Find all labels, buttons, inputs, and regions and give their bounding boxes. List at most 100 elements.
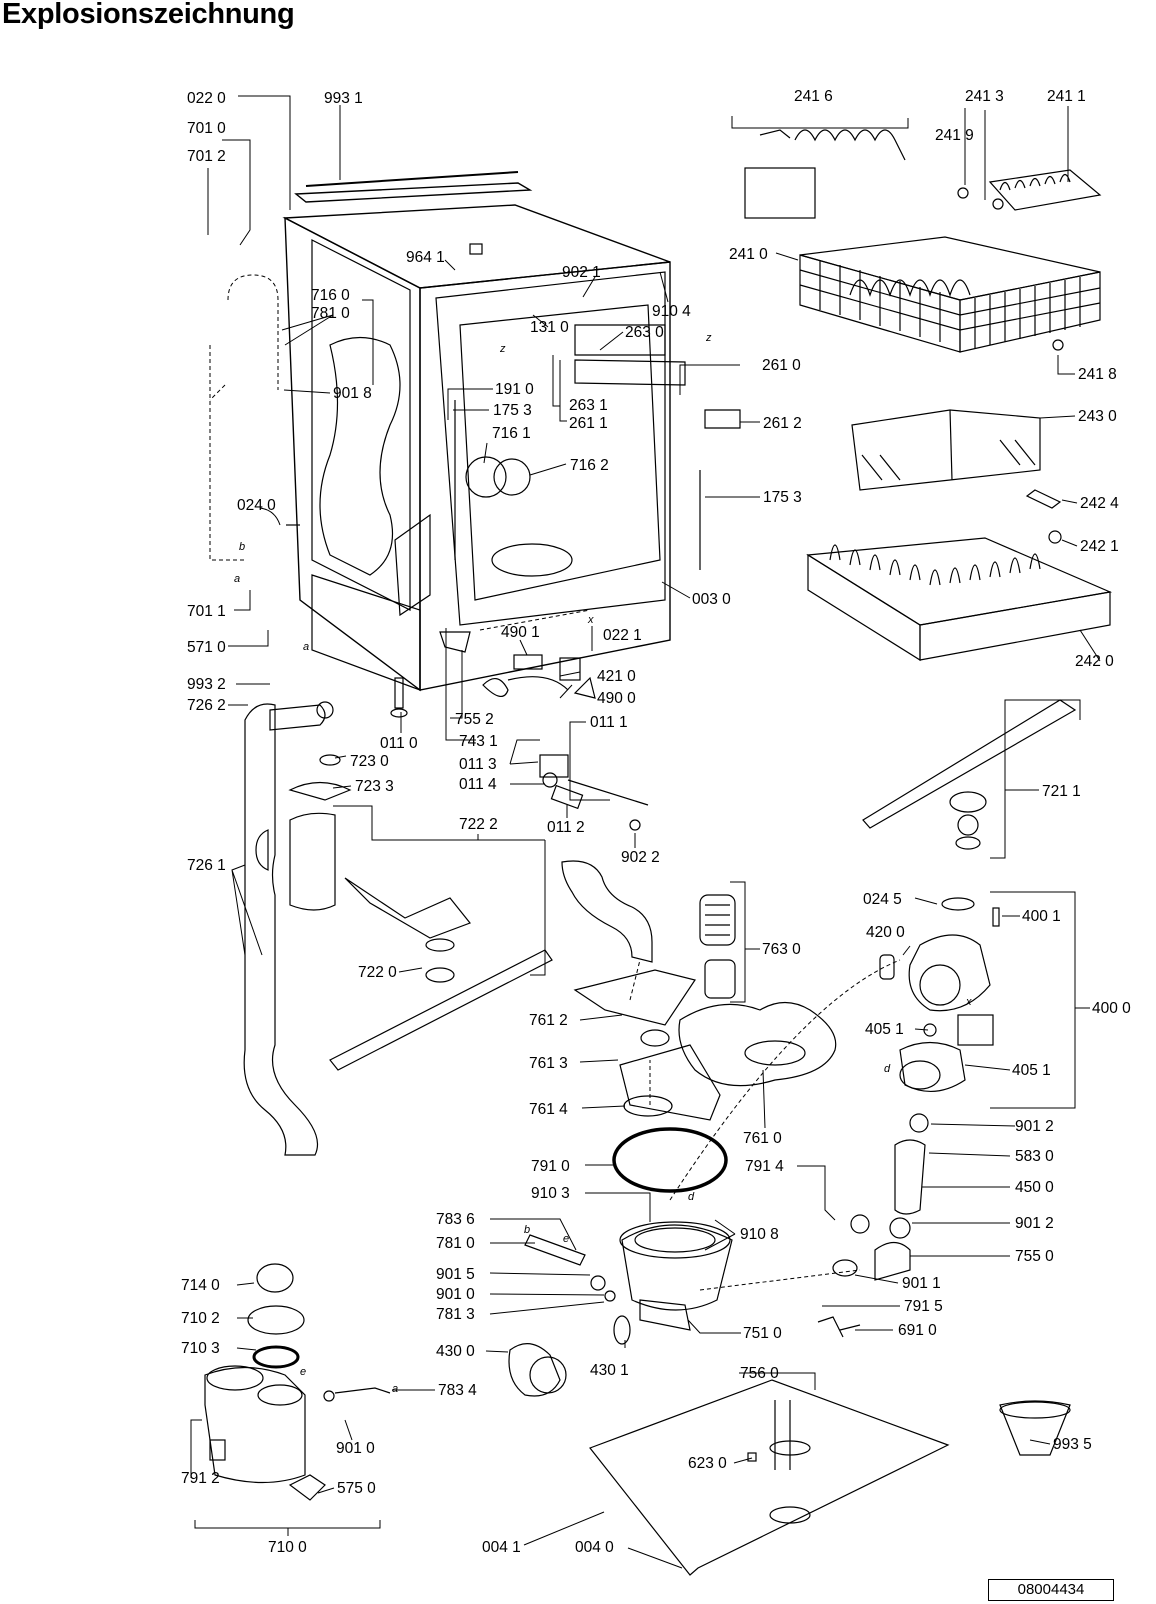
- label-726-1: 726 1: [187, 857, 226, 874]
- label-241-0: 241 0: [729, 246, 768, 263]
- upper-basket: [799, 236, 1101, 353]
- label-405-1-a: 405 1: [865, 1021, 904, 1038]
- label-583-0: 583 0: [1015, 1148, 1054, 1165]
- label-993-1: 993 1: [324, 90, 363, 107]
- label-910-8: 910 8: [740, 1226, 779, 1243]
- label-701-1: 701 1: [187, 603, 226, 620]
- label-243-0: 243 0: [1078, 408, 1117, 425]
- label-791-2: 791 2: [181, 1470, 220, 1487]
- label-723-0: 723 0: [350, 753, 389, 770]
- base-plate: [589, 1379, 950, 1576]
- label-261-0: 261 0: [762, 357, 801, 374]
- label-400-1: 400 1: [1022, 908, 1061, 925]
- label-716-2: 716 2: [570, 457, 609, 474]
- label-575-0: 575 0: [337, 1480, 376, 1497]
- label-902-1: 902 1: [562, 264, 601, 281]
- letter-d-sump: d: [688, 1191, 695, 1203]
- lower-basket: [806, 537, 1113, 662]
- label-241-9: 241 9: [935, 127, 974, 144]
- label-761-4: 761 4: [529, 1101, 568, 1118]
- label-901-5: 901 5: [436, 1266, 475, 1283]
- basket-rails: [744, 129, 1102, 544]
- label-910-3: 910 3: [531, 1185, 570, 1202]
- label-791-5: 791 5: [904, 1298, 943, 1315]
- label-571-0: 571 0: [187, 639, 226, 656]
- label-131-0: 131 0: [530, 319, 569, 336]
- label-263-0: 263 0: [625, 324, 664, 341]
- label-011-0: 011 0: [380, 735, 418, 752]
- label-791-0: 791 0: [531, 1158, 570, 1175]
- label-755-0: 755 0: [1015, 1248, 1054, 1265]
- label-022-1: 022 1: [603, 627, 642, 644]
- label-430-0: 430 0: [436, 1343, 475, 1360]
- label-993-5: 993 5: [1053, 1436, 1092, 1453]
- label-901-2-b: 901 2: [1015, 1215, 1054, 1232]
- label-263-1: 263 1: [569, 397, 608, 414]
- label-901-1: 901 1: [902, 1275, 941, 1292]
- label-241-3: 241 3: [965, 88, 1004, 105]
- page-title: Explosionszeichnung: [2, 0, 295, 30]
- label-783-6: 783 6: [436, 1211, 475, 1228]
- label-261-2: 261 2: [763, 415, 802, 432]
- letter-d-motor: d: [884, 1063, 891, 1075]
- label-691-0: 691 0: [898, 1322, 937, 1339]
- label-781-0-top: 781 0: [311, 305, 350, 322]
- label-756-0: 756 0: [740, 1365, 779, 1382]
- label-003-0: 003 0: [692, 591, 731, 608]
- label-710-0: 710 0: [268, 1539, 307, 1556]
- water-softener: [204, 1263, 391, 1501]
- label-175-3-a: 175 3: [493, 402, 532, 419]
- label-022-0: 022 0: [187, 90, 226, 107]
- label-761-0: 761 0: [743, 1130, 782, 1147]
- label-710-3: 710 3: [181, 1340, 220, 1357]
- label-710-2: 710 2: [181, 1310, 220, 1327]
- label-781-0-bottom: 781 0: [436, 1235, 475, 1252]
- letter-b-left: b: [239, 541, 245, 553]
- letter-e-sump: e: [563, 1233, 569, 1245]
- label-722-2: 722 2: [459, 816, 498, 833]
- label-420-0: 420 0: [866, 924, 905, 941]
- label-400-0: 400 0: [1092, 1000, 1131, 1017]
- label-714-0: 714 0: [181, 1277, 220, 1294]
- label-701-2: 701 2: [187, 148, 226, 165]
- label-910-4: 910 4: [652, 303, 691, 320]
- letter-a-softener: a: [392, 1383, 398, 1395]
- label-751-0: 751 0: [743, 1325, 782, 1342]
- label-241-8: 241 8: [1078, 366, 1117, 383]
- letter-x-motor: x: [965, 996, 972, 1008]
- label-761-2: 761 2: [529, 1012, 568, 1029]
- pump-motor: [817, 897, 1071, 1456]
- label-701-0: 701 0: [187, 120, 226, 137]
- label-011-4: 011 4: [459, 776, 497, 793]
- upper-spray-arm: [329, 877, 553, 1071]
- letter-x-tub: x: [587, 614, 594, 626]
- label-901-8: 901 8: [333, 385, 372, 402]
- label-783-4: 783 4: [438, 1382, 477, 1399]
- label-722-0: 722 0: [358, 964, 397, 981]
- label-011-2: 011 2: [547, 819, 585, 836]
- label-721-1: 721 1: [1042, 783, 1081, 800]
- label-004-1: 004 1: [482, 1539, 521, 1556]
- label-191-0: 191 0: [495, 381, 534, 398]
- label-242-4: 242 4: [1080, 495, 1119, 512]
- label-024-0: 024 0: [237, 497, 276, 514]
- label-241-6: 241 6: [794, 88, 833, 105]
- label-011-3: 011 3: [459, 756, 497, 773]
- label-716-0: 716 0: [311, 287, 350, 304]
- label-964-1: 964 1: [406, 249, 445, 266]
- label-743-1: 743 1: [459, 733, 498, 750]
- label-902-2: 902 2: [621, 849, 660, 866]
- document-number: 08004434: [988, 1579, 1114, 1601]
- label-430-1: 430 1: [590, 1362, 629, 1379]
- label-242-1: 242 1: [1080, 538, 1119, 555]
- label-421-0: 421 0: [597, 668, 636, 685]
- label-004-0: 004 0: [575, 1539, 614, 1556]
- cutlery-basket: [851, 409, 1041, 491]
- label-623-0: 623 0: [688, 1455, 727, 1472]
- label-901-2-a: 901 2: [1015, 1118, 1054, 1135]
- letter-a-sensor: a: [303, 641, 309, 653]
- label-716-1: 716 1: [492, 425, 531, 442]
- left-spray-pipe: [243, 701, 352, 1156]
- part-labels: 022 0 993 1 701 0 701 2 964 1 902 1 910 …: [181, 88, 1131, 1556]
- label-763-0: 763 0: [762, 941, 801, 958]
